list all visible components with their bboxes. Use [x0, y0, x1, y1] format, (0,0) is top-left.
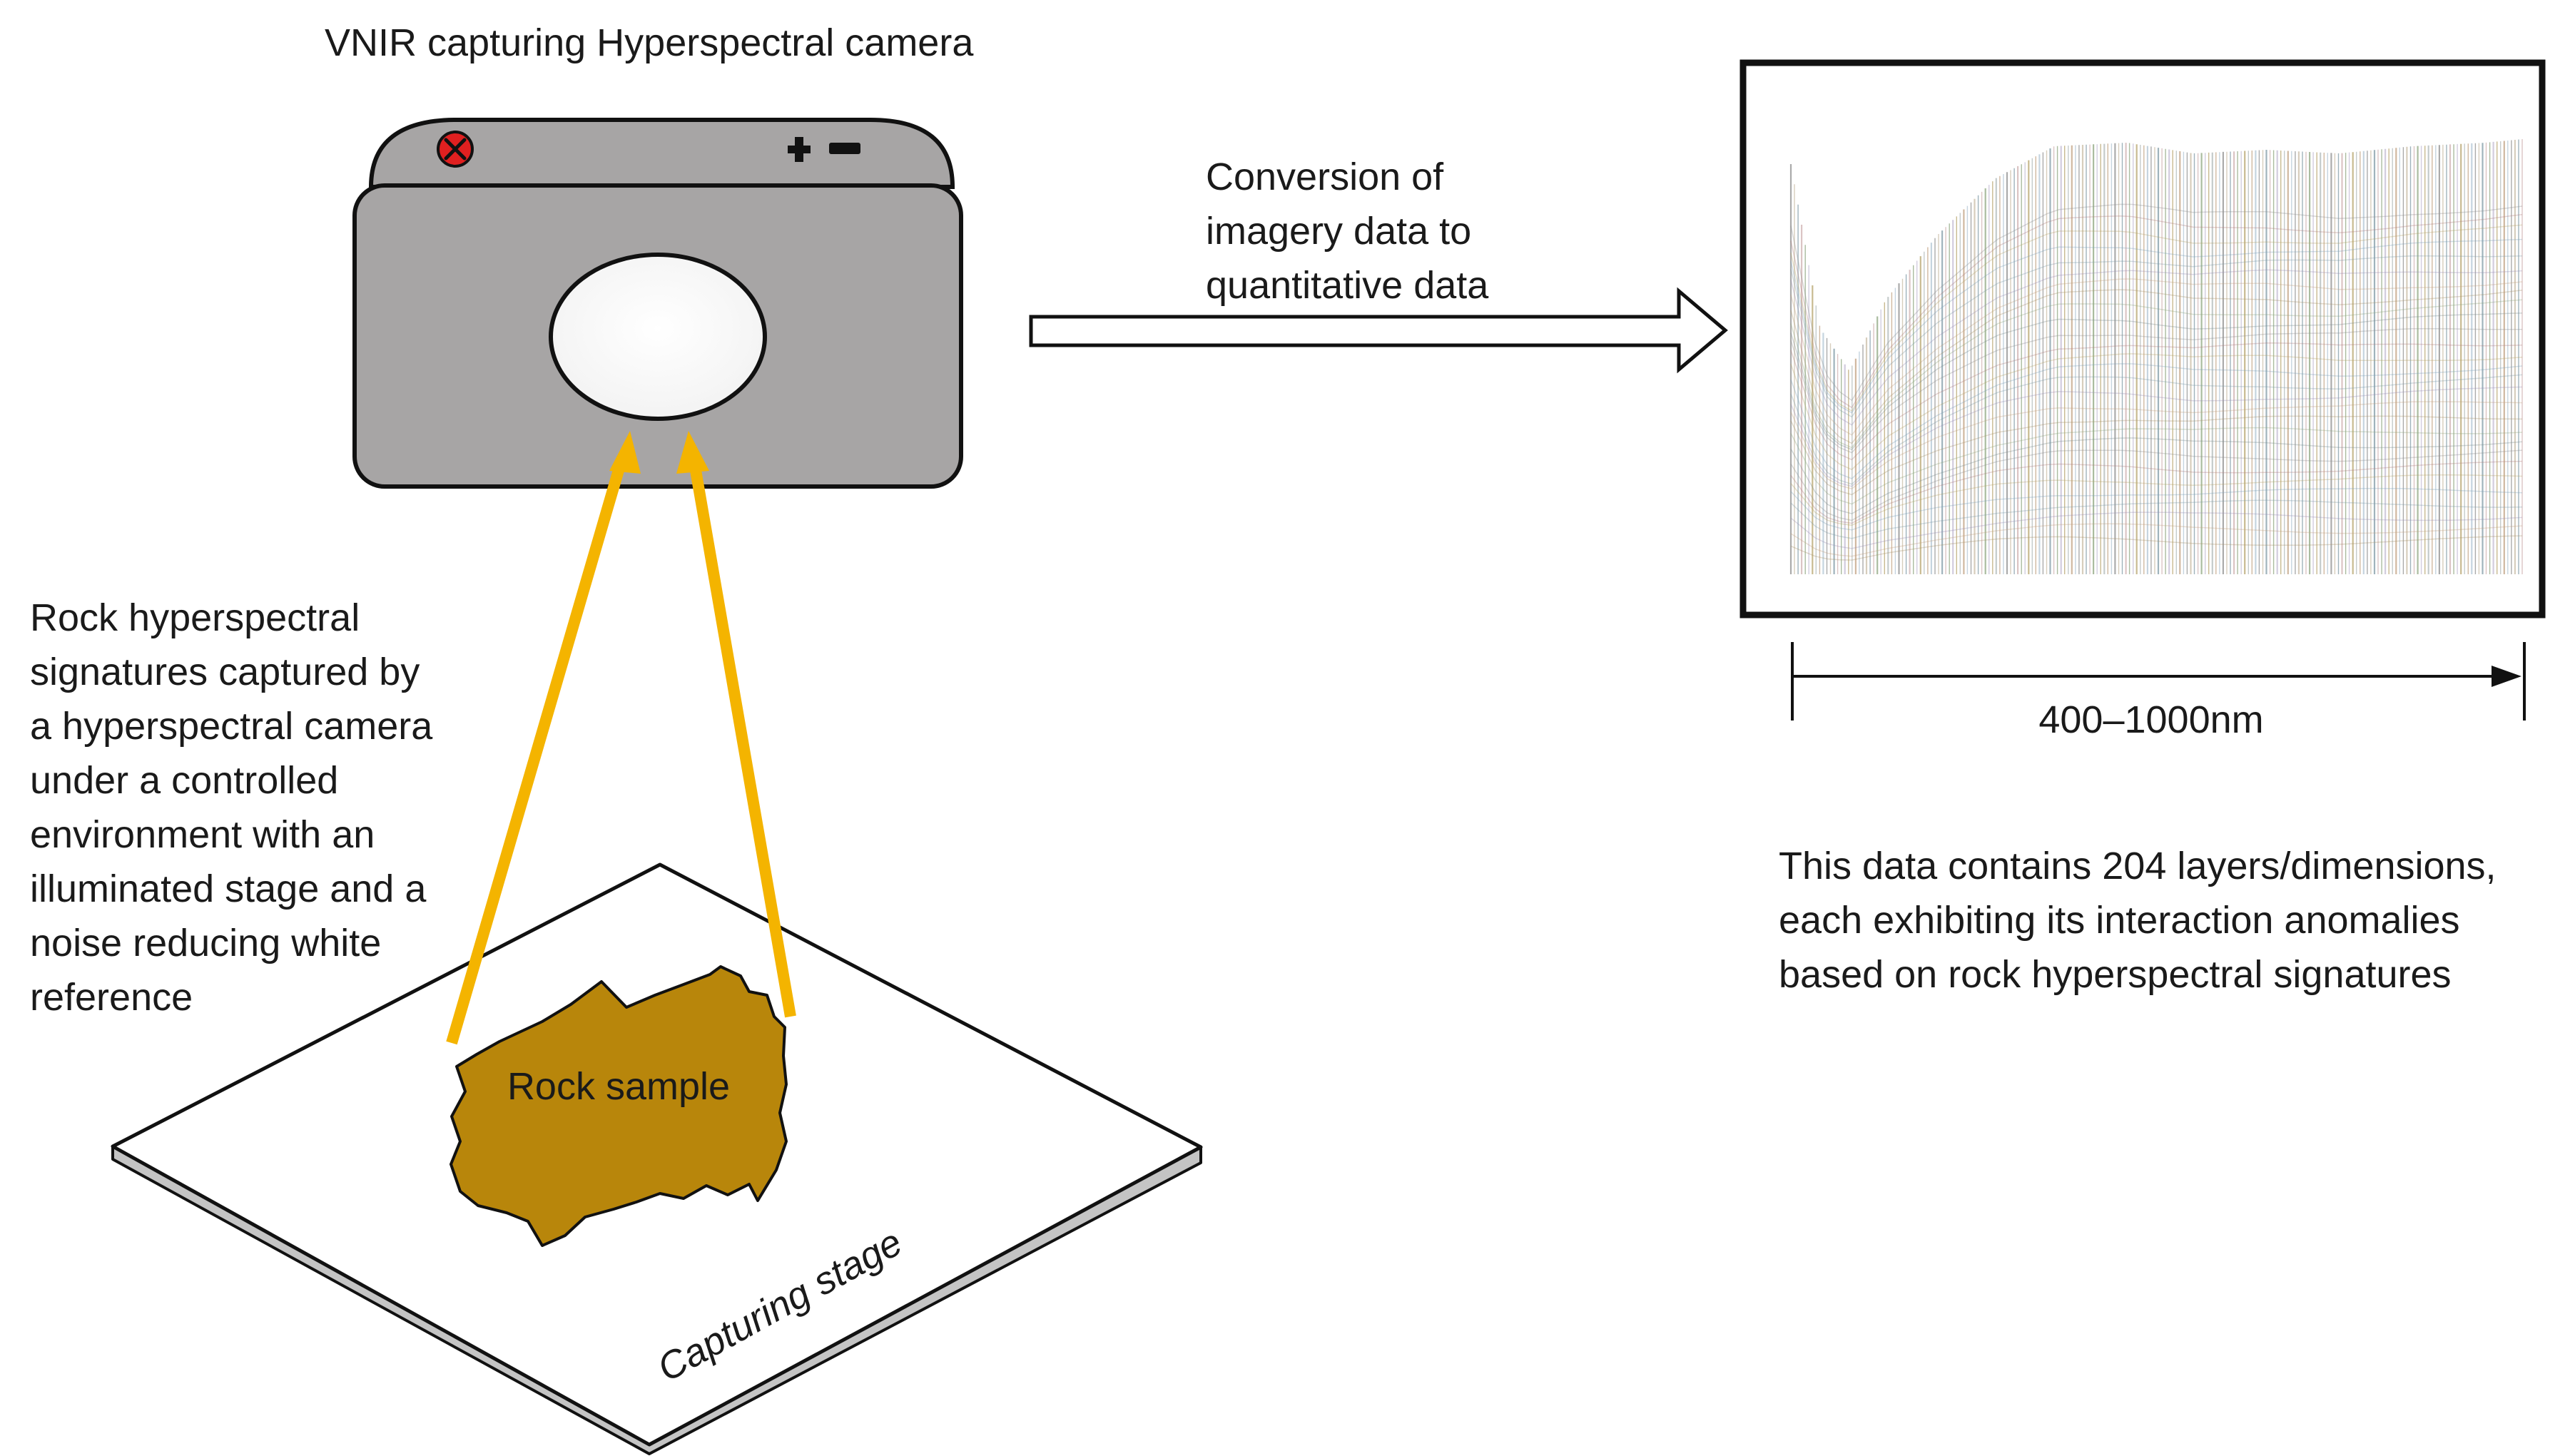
- spectral-signature-trace: [1790, 487, 2523, 531]
- description-line: environment with an: [30, 813, 375, 856]
- conversion-line: quantitative data: [1206, 264, 1489, 307]
- capture-description: Rock hyperspectral signatures captured b…: [30, 596, 433, 1019]
- conversion-line: imagery data to: [1206, 210, 1471, 253]
- spectral-signature-trace: [1790, 238, 2523, 414]
- spectral-signature-trace: [1790, 401, 2523, 490]
- spectral-signature-trace: [1790, 460, 2523, 524]
- camera-lens: [549, 253, 767, 421]
- spectral-signature-trace: [1790, 374, 2523, 485]
- spectral-signature-trace: [1790, 363, 2523, 479]
- spectral-signature-trace: [1790, 269, 2523, 426]
- range-arrowhead-icon: [2492, 666, 2521, 687]
- beam-right-arrowhead-icon: [676, 431, 709, 474]
- spectral-signature-trace: [1790, 278, 2523, 436]
- description-line: reference: [30, 976, 193, 1019]
- beam-left-arrowhead-icon: [609, 431, 641, 474]
- data-note-line: This data contains 204 layers/dimensions…: [1779, 845, 2497, 887]
- spectral-signature-trace: [1790, 511, 2523, 549]
- spectral-signature-trace: [1790, 328, 2522, 454]
- data-note: This data contains 204 layers/dimensions…: [1779, 845, 2497, 996]
- light-beams: [446, 431, 796, 1045]
- description-line: illuminated stage and a: [30, 867, 427, 910]
- conversion-line: Conversion of: [1206, 156, 1444, 198]
- spectral-signature-trace: [1790, 203, 2523, 402]
- conversion-label: Conversion of imagery data to quantitati…: [1206, 156, 1489, 307]
- spectral-signature-trace: [1790, 342, 2523, 461]
- spectral-signature-trace: [1790, 474, 2523, 526]
- spectral-signature-trace: [1790, 289, 2523, 444]
- spectral-signature-trace: [1790, 415, 2523, 496]
- data-note-line: each exhibiting its interaction anomalie…: [1779, 899, 2460, 942]
- spectral-signature-trace: [1790, 255, 2523, 418]
- rock-sample: Rock sample: [450, 965, 788, 1247]
- wavelength-range-bar: [1791, 642, 2526, 721]
- camera-title: VNIR capturing Hyperspectral camera: [325, 21, 974, 64]
- description-line: under a controlled: [30, 759, 338, 802]
- plus-button-icon: [788, 137, 811, 162]
- minus-button-icon: [829, 143, 860, 154]
- spectral-signature-trace: [1790, 213, 2523, 409]
- description-line: a hyperspectral camera: [30, 705, 433, 748]
- description-line: noise reducing white: [30, 922, 381, 964]
- spectral-signature-trace: [1790, 353, 2523, 471]
- conversion-arrow: [1029, 287, 1728, 374]
- spectral-signature-trace: [1790, 312, 2523, 451]
- spectral-signature-trace: [1790, 427, 2523, 505]
- spectral-signature-trace: [1790, 535, 2523, 561]
- rock-label: Rock sample: [507, 1065, 730, 1108]
- data-note-line: based on rock hyperspectral signatures: [1779, 953, 2452, 996]
- beam-right: [688, 457, 796, 1018]
- spectral-signature-trace: [1790, 299, 2523, 449]
- beam-left: [446, 456, 628, 1045]
- rock-shape: [450, 965, 788, 1247]
- spectral-signature-trace: [1790, 523, 2523, 557]
- spectral-signature-trace: [1790, 224, 2523, 412]
- spectral-signature-trace: [1790, 499, 2523, 539]
- description-line: signatures captured by: [30, 651, 420, 693]
- wavelength-range-label: 400–1000nm: [2038, 698, 2263, 741]
- spectral-signature-trace: [1790, 449, 2523, 521]
- description-line: Rock hyperspectral: [30, 596, 360, 639]
- power-button-icon: [437, 131, 474, 168]
- spectral-signature-lines: [1789, 139, 2523, 574]
- spectral-signature-trace: [1790, 386, 2523, 487]
- hyperspectral-camera: [352, 118, 963, 489]
- spectral-plot-frame: [1739, 59, 2546, 618]
- spectral-signature-trace: [1790, 437, 2523, 514]
- camera-top-housing: [368, 118, 955, 189]
